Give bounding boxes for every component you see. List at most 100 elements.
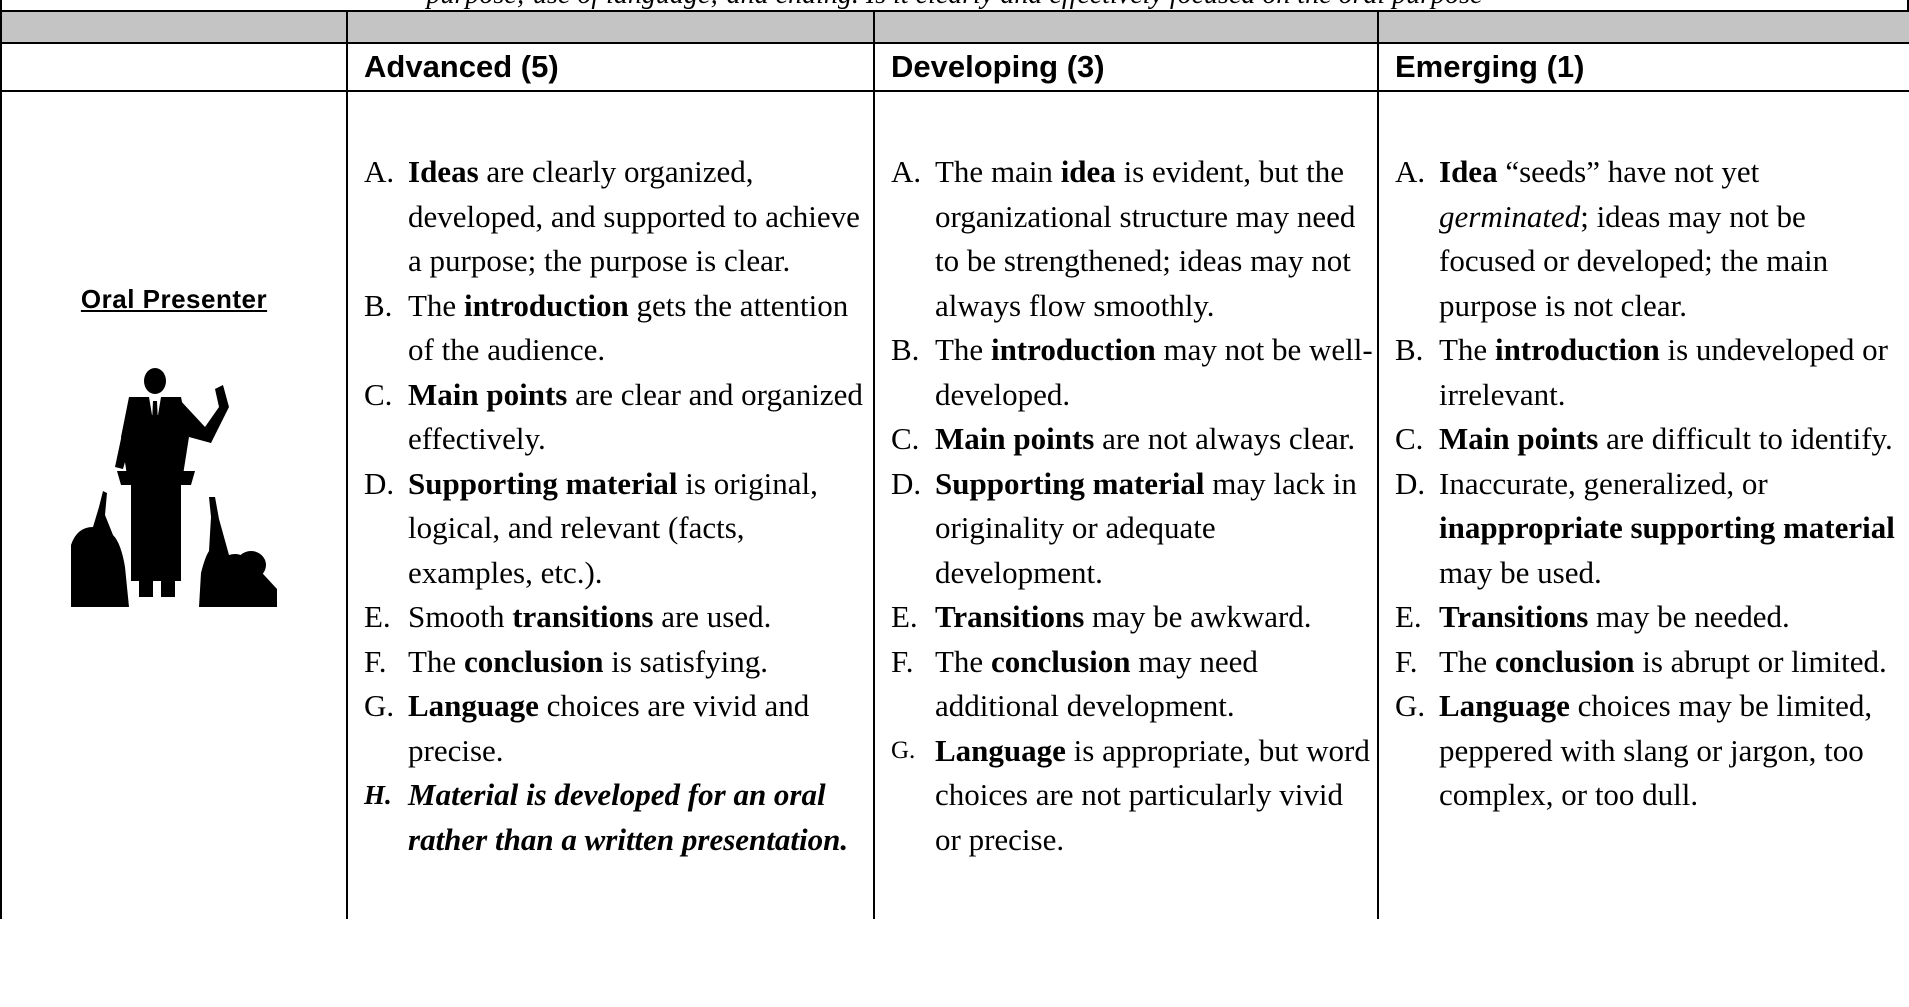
criterion-text: choices are vivid and precise.	[408, 688, 810, 768]
oral-presenter-rubric-table: Advanced (5) Developing (3) Emerging (1)…	[0, 10, 1909, 919]
criterion-keyword: Transitions	[935, 599, 1085, 634]
criterion-item: E. Transitions may be needed.	[1379, 595, 1905, 640]
criterion-text: The	[1439, 643, 1495, 679]
criterion-keyword: introduction	[1494, 332, 1660, 367]
criterion-text: The	[408, 643, 464, 679]
criterion-item: C. Main points are not always clear.	[875, 417, 1373, 462]
criterion-marker: F.	[891, 643, 914, 679]
criterion-marker: D.	[1395, 465, 1426, 501]
criterion-keyword: conclusion	[1494, 643, 1635, 679]
criterion-marker: E.	[364, 599, 391, 634]
emerging-criteria-cell: A. Idea “seeds” have not yet germinated; …	[1377, 90, 1909, 919]
advanced-criteria-cell: A.Ideas are clearly organized, developed…	[346, 90, 875, 919]
criterion-marker: F.	[364, 643, 387, 679]
clipped-description-strip: purpose; use of language; and ending. Is…	[0, 0, 1909, 12]
criterion-text: The	[1439, 332, 1495, 367]
criterion-text: The	[935, 332, 991, 367]
criterion-item: B.The introduction gets the attention of…	[348, 284, 869, 373]
criterion-marker: G.	[364, 688, 395, 723]
criterion-keyword: Main points	[1439, 421, 1599, 456]
criterion-item: A. The main idea is evident, but the orga…	[875, 150, 1373, 328]
criterion-text: may lack in originality or adequate deve…	[935, 465, 1357, 590]
criterion-item: B. The introduction is undeveloped or irr…	[1379, 328, 1905, 417]
criterion-text: are difficult to identify.	[1598, 421, 1893, 456]
criterion-text: germinated	[1439, 198, 1581, 234]
criterion-marker: A.	[1395, 154, 1426, 189]
criterion-text: are clearly organized, developed, and su…	[408, 154, 860, 278]
criterion-item: G.Language choices may be limited, peppe…	[1379, 684, 1905, 818]
criterion-text: is satisfying.	[603, 643, 768, 679]
criterion-marker: G.	[891, 736, 916, 764]
criterion-item: D. Inaccurate, generalized, or inappropri…	[1379, 462, 1905, 596]
criterion-marker: B.	[364, 287, 393, 323]
developing-criteria-list: A. The main idea is evident, but the orga…	[875, 92, 1377, 862]
criterion-keyword: Supporting material	[935, 465, 1205, 501]
trait-name: Oral Presenter	[80, 284, 268, 314]
criterion-item: B.The introduction may not be well-devel…	[875, 328, 1373, 417]
criterion-item: G.Language choices are vivid and precise…	[348, 684, 869, 773]
criteria-row: Oral Presenter	[0, 90, 1909, 919]
speaker-at-podium-icon	[71, 368, 277, 607]
criterion-item: C.Main points are difficult to identify.	[1379, 417, 1905, 462]
criterion-text: is original, logical, and relevant (fact…	[408, 465, 818, 590]
criterion-text: choices may be limited, peppered with sl…	[1439, 688, 1873, 812]
grey-band-cell	[0, 10, 348, 44]
criterion-item: C.Main points are clear and organized ef…	[348, 373, 869, 462]
criterion-keyword: Transitions	[1439, 599, 1589, 634]
criterion-marker: C.	[891, 421, 920, 456]
emerging-criteria-list: A. Idea “seeds” have not yet germinated; …	[1379, 92, 1909, 818]
criterion-item: E. Smooth transitions are used.	[348, 595, 869, 640]
developing-criteria-cell: A. The main idea is evident, but the orga…	[873, 90, 1379, 919]
grey-band-row	[0, 10, 1909, 44]
criterion-text: is abrupt or limited.	[1634, 643, 1887, 679]
criterion-text: may be needed.	[1588, 599, 1790, 634]
criterion-text: The	[408, 287, 464, 323]
criterion-text: are used.	[653, 599, 772, 634]
criterion-item: H.Material is developed for an oral rath…	[348, 773, 869, 862]
criterion-text: is evident, but the organizational struc…	[935, 154, 1356, 323]
header-blank-cell	[0, 42, 348, 92]
header-emerging: Emerging (1)	[1377, 42, 1909, 92]
advanced-criteria-list: A.Ideas are clearly organized, developed…	[348, 92, 873, 862]
criterion-text: may be used.	[1439, 554, 1602, 590]
criterion-text: are not always clear.	[1094, 421, 1356, 456]
criterion-text: is undeveloped or irrelevant.	[1439, 332, 1888, 412]
criterion-marker: A.	[891, 154, 922, 189]
criterion-marker: D.	[891, 465, 922, 501]
criterion-marker: E.	[891, 599, 918, 634]
criterion-text: Material is developed for an oral rather…	[408, 777, 849, 857]
criterion-marker: B.	[891, 332, 920, 367]
header-advanced: Advanced (5)	[346, 42, 875, 92]
criterion-marker: E.	[1395, 599, 1422, 634]
criterion-text: The main	[935, 154, 1061, 189]
criterion-keyword: Main points	[935, 421, 1095, 456]
criterion-text: may need additional development.	[935, 643, 1258, 724]
criterion-text: Smooth	[408, 599, 513, 634]
criterion-marker: F.	[1395, 643, 1418, 679]
criterion-keyword: inappropriate supporting material	[1439, 510, 1895, 545]
criterion-marker: B.	[1395, 332, 1424, 367]
criterion-text: Inaccurate, generalized, or	[1439, 465, 1768, 501]
criterion-item: A. Idea “seeds” have not yet germinated; …	[1379, 150, 1905, 328]
criterion-keyword: Supporting material	[408, 465, 678, 501]
header-developing: Developing (3)	[873, 42, 1379, 92]
criterion-item: F. The conclusion is abrupt or limited.	[1379, 640, 1905, 685]
criterion-keyword: Language	[935, 732, 1066, 768]
criterion-item: F. The conclusion may need additional dev…	[875, 640, 1373, 729]
criterion-item: E. Transitions may be awkward.	[875, 595, 1373, 640]
criterion-item: D.Supporting material is original, logic…	[348, 462, 869, 596]
criterion-keyword: Ideas	[408, 154, 479, 189]
criterion-keyword: transitions	[512, 599, 654, 634]
criterion-text: ; ideas may not be focused or developed;…	[1439, 198, 1829, 323]
criterion-keyword: conclusion	[990, 643, 1131, 679]
grey-band-cell	[1377, 10, 1909, 44]
criterion-item: A.Ideas are clearly organized, developed…	[348, 150, 869, 284]
criterion-keyword: Idea	[1439, 154, 1498, 189]
criterion-text: The	[935, 643, 991, 679]
criterion-text: gets the attention of the audience.	[408, 287, 849, 368]
criterion-text: may be awkward.	[1084, 599, 1312, 634]
criterion-keyword: idea	[1060, 154, 1116, 189]
criterion-text: is appropriate, but word choices are not…	[935, 732, 1370, 857]
criterion-text: “seeds” have not yet	[1497, 154, 1760, 189]
